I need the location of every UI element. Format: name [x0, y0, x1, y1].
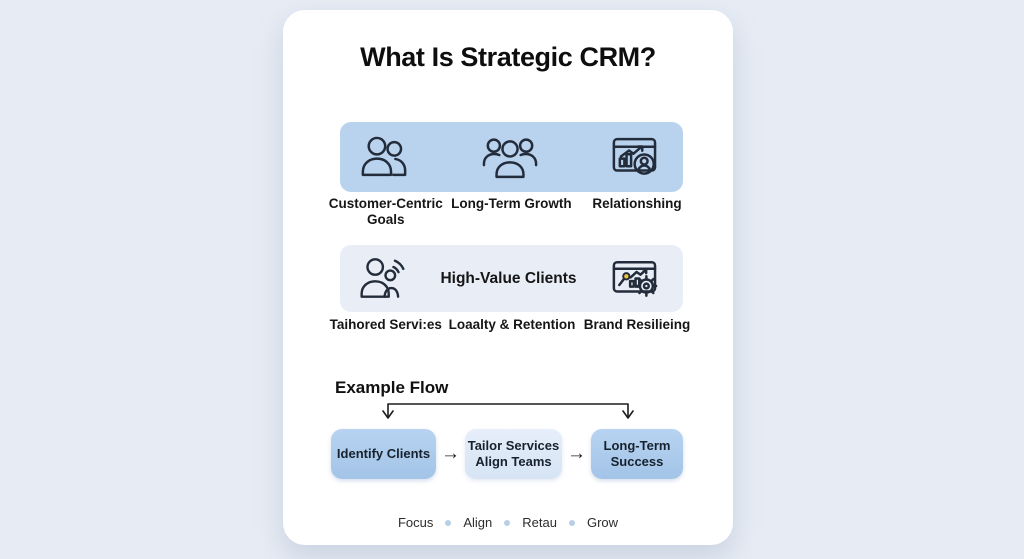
clients-labels: Taihored Servi:es Loaalty & Retention Br…: [323, 317, 700, 333]
flow-step-long-term-success: Long-Term Success: [591, 429, 683, 479]
flow-step-text: Tailor Services: [467, 437, 560, 453]
footer-keyword-grow: Grow: [586, 515, 619, 530]
footer-keyword-retau: Retau: [522, 515, 557, 530]
flow-row: Identify Clients → Tailor Services Align…: [331, 429, 683, 479]
client-label-brand-resilieing: Brand Resilieing: [583, 317, 691, 332]
dot-separator-icon: [568, 519, 575, 526]
footer-keywords: Focus Align Retau Grow: [283, 515, 733, 530]
flow-step-tailor-services: Tailor Services Align Teams: [465, 429, 562, 479]
pillar-label-customer-centric-goals: Customer-Centric Goals: [328, 196, 443, 228]
flow-step-identify-clients: Identify Clients: [331, 429, 436, 479]
footer-keyword-focus: Focus: [397, 515, 434, 530]
flow-step-text: Identify Clients: [336, 445, 431, 461]
pillars-banner: [340, 122, 683, 192]
flow-step-text: Long-Term: [603, 437, 671, 453]
infographic-card: What Is Strategic CRM?: [283, 10, 733, 545]
high-value-clients-text: High-Value Clients: [440, 269, 577, 287]
client-label-taihored-services: Taihored Servi:es: [329, 317, 442, 332]
page-title: What Is Strategic CRM?: [360, 42, 656, 72]
pillars-labels: Customer-Centric Goals Long-Term Growth …: [323, 196, 700, 228]
browser-chart-gear-icon: [609, 255, 661, 303]
footer-keyword-align: Align: [463, 515, 493, 530]
right-arrow-icon: →: [441, 442, 460, 464]
pillar-label-relationshing: Relationshing: [592, 196, 682, 211]
two-people-icon: [358, 133, 410, 181]
dot-separator-icon: [445, 519, 452, 526]
pillar-label-long-term-growth: Long-Term Growth: [451, 196, 572, 211]
flow-step-text: Success: [610, 454, 664, 469]
dot-separator-icon: [504, 519, 511, 526]
right-arrow-icon: →: [567, 442, 586, 464]
two-people-arc-icon: [358, 255, 408, 303]
flow-step-text: Align Teams: [475, 454, 552, 469]
client-label-loyalty-retention: Loaalty & Retention: [448, 317, 576, 332]
three-people-icon: [482, 132, 538, 182]
flow-connector-arrow: [382, 403, 634, 419]
example-flow-heading: Example Flow: [335, 378, 449, 397]
clients-banner: High-Value Clients: [340, 245, 683, 312]
browser-chart-person-icon: [609, 133, 661, 181]
